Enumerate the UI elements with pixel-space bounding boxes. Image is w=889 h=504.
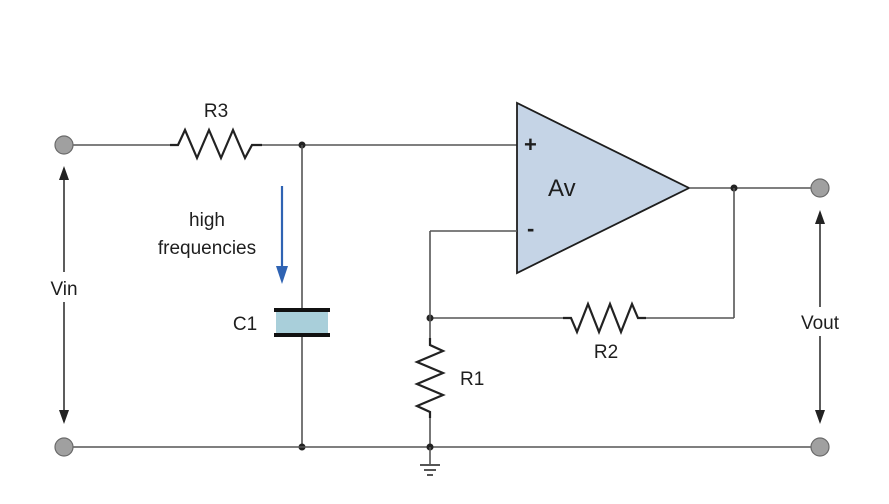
op-amp-label: Av <box>548 175 576 202</box>
r2-label: R2 <box>594 342 618 363</box>
minus-pin-label: - <box>527 216 534 241</box>
terminal-input-top <box>54 135 74 155</box>
op-amp-triangle <box>516 101 692 275</box>
capacitor-c1-dielectric <box>276 311 328 334</box>
terminal-input-bottom <box>54 437 74 457</box>
annotation-line-2: frequencies <box>158 238 256 259</box>
resistor-r3 <box>170 127 262 161</box>
annotation-line-1: high <box>189 210 225 231</box>
high-frequency-arrow-icon <box>276 186 288 284</box>
terminal-output-bottom <box>810 437 830 457</box>
ground-icon <box>420 447 440 476</box>
r1-label: R1 <box>460 369 484 390</box>
r3-label: R3 <box>204 101 228 122</box>
vin-arrow <box>59 166 69 424</box>
vin-label: Vin <box>50 279 77 300</box>
vout-arrow <box>815 210 825 424</box>
resistor-r2 <box>563 300 646 336</box>
vout-label: Vout <box>801 313 840 334</box>
resistor-r1 <box>414 338 446 418</box>
terminal-output-top <box>810 178 830 198</box>
plus-pin-label: + <box>524 132 537 157</box>
c1-label: C1 <box>233 314 257 335</box>
